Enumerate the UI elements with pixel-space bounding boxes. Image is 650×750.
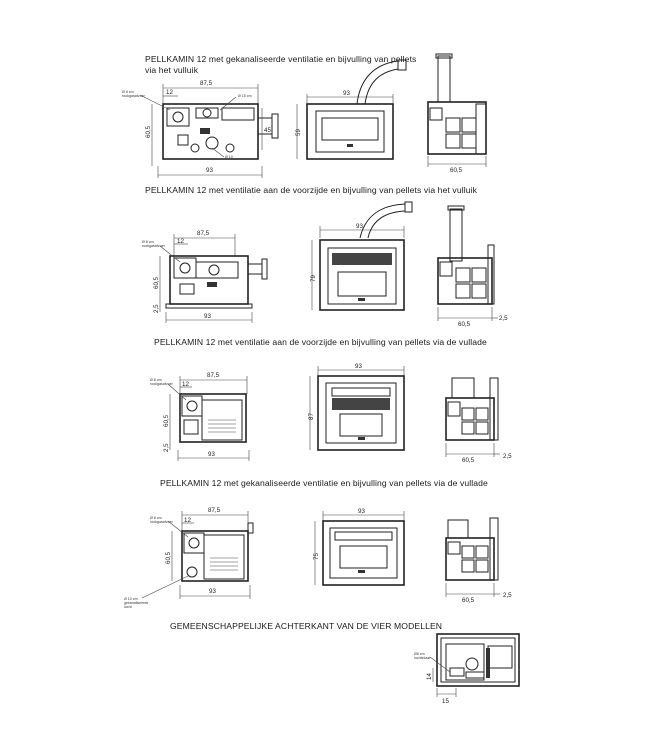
model-1-front-view: 93 59 [295, 59, 407, 160]
m1-note-10cm: Ø 10 [225, 155, 233, 159]
m3-dim-12: 12 [182, 381, 189, 388]
m2-front-dim-79: 79 [310, 275, 317, 282]
m3-dim-605: 60,5 [163, 414, 170, 427]
model-3-front-view: 93 87 [308, 363, 405, 451]
model-3-top-view: 87,5 12 60,5 2,5 93 Ø 8 cm rookgasafvoer [150, 372, 250, 461]
caption-model-2: PELLKAMIN 12 met ventilatie aan de voorz… [145, 185, 477, 195]
m1-dim-45: 45 [264, 127, 271, 134]
rear-dim-15: 15 [442, 698, 449, 705]
m4-side-dim-25: 2,5 [503, 592, 512, 599]
m3-side-dim-605: 60,5 [462, 457, 475, 464]
m4-dim-93: 93 [209, 588, 216, 595]
m4-note-10cm: Ø 10 cm [124, 597, 138, 601]
m4-front-dim-93: 93 [358, 508, 365, 515]
m4-dim-875: 87,5 [208, 507, 221, 514]
m3-side-dim-25: 2,5 [503, 453, 512, 460]
caption-model-3: PELLKAMIN 12 met ventilatie aan de voorz… [154, 337, 487, 347]
m1-note-8cm-sub: rookgasafvoer [122, 94, 146, 98]
rear-dim-14: 14 [426, 673, 433, 680]
caption-model-1: PELLKAMIN 12 met gekanaliseerde ventilat… [145, 54, 417, 64]
model-1-top-view: 87,5 12 45 60,5 93 Ø 8 cm rookgasafv [122, 80, 279, 178]
m2-front-dim-93: 93 [356, 223, 363, 230]
model-3-side-view: 60,5 2,5 [445, 377, 512, 464]
m4-note-10cm-sub: gekanaliseerde [124, 601, 148, 605]
m3-front-dim-93: 93 [355, 363, 362, 370]
m1-side-dim-605: 60,5 [450, 167, 463, 174]
m4-note-8cm-sub: rookgasafvoer [150, 520, 174, 524]
m1-dim-875: 87,5 [200, 80, 213, 87]
m3-note-8cm: Ø 8 cm [150, 378, 162, 382]
rear-view: 14 15 Ø6 cm luchtinlaat [414, 633, 520, 705]
m3-dim-25: 2,5 [163, 443, 170, 452]
m2-dim-875: 87,5 [197, 230, 210, 237]
rear-note-6cm-sub: luchtinlaat [414, 656, 430, 660]
m4-front-dim-75: 75 [313, 553, 320, 560]
m2-side-dim-605: 60,5 [458, 321, 471, 328]
m1-dim-12: 12 [166, 89, 173, 96]
m1-note-15cm: Ø 15 cm [238, 94, 252, 98]
m1-note-8cm: Ø 8 cm [122, 90, 134, 94]
rear-note-6cm: Ø6 cm [414, 652, 425, 656]
model-4-front-view: 93 75 [313, 508, 405, 586]
caption-model-1-line2: via het vulluik [145, 65, 199, 75]
model-2-side-view: 60,5 2,5 [437, 205, 508, 328]
caption-model-4: PELLKAMIN 12 met gekanaliseerde ventilat… [160, 478, 488, 488]
m4-dim-605: 60,5 [165, 551, 172, 564]
m2-side-dim-25: 2,5 [499, 315, 508, 322]
m3-dim-93: 93 [208, 451, 215, 458]
m1-front-dim-93: 93 [343, 90, 350, 97]
model-2-top-view: 87,5 12 60,5 2,5 93 Ø 8 cm rookgasafvoer [142, 230, 268, 323]
m2-dim-25: 2,5 [153, 304, 160, 313]
m1-dim-605: 60,5 [145, 125, 152, 138]
m2-dim-605: 60,5 [153, 276, 160, 289]
m3-dim-875: 87,5 [207, 372, 220, 379]
m2-note-8cm-sub: rookgasafvoer [142, 244, 166, 248]
m4-note-8cm: Ø 8 cm [150, 516, 162, 520]
model-2-front-view: 93 79 [310, 201, 413, 311]
model-4-top-view: 87,5 12 60,5 93 Ø 8 cm rookgasafvoer Ø 1… [124, 507, 254, 609]
m4-side-dim-605: 60,5 [462, 597, 475, 604]
m1-front-dim-59: 59 [295, 129, 302, 136]
m3-note-8cm-sub: rookgasafvoer [150, 382, 174, 386]
model-1-side-view: 60,5 [427, 53, 487, 174]
model-4-side-view: 60,5 2,5 [445, 517, 512, 604]
caption-rear: GEMEENSCHAPPELIJKE ACHTERKANT VAN DE VIE… [170, 621, 443, 631]
m4-dim-12: 12 [184, 517, 191, 524]
m1-dim-93: 93 [206, 167, 213, 174]
m3-front-dim-87: 87 [308, 413, 315, 420]
m2-note-8cm: Ø 8 cm [142, 240, 154, 244]
m2-dim-12: 12 [177, 238, 184, 245]
m4-note-10cm-sub2: lucht [124, 605, 132, 609]
m2-dim-93: 93 [204, 313, 211, 320]
